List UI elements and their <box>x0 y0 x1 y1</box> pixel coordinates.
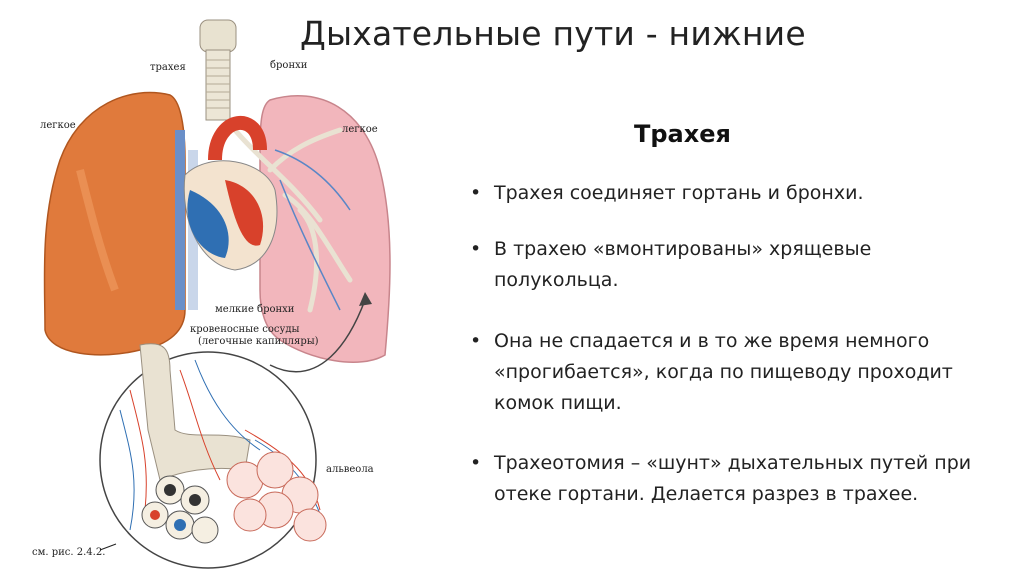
list-item: • В трахею «вмонтированы» хрящевые полук… <box>470 234 990 296</box>
label-vessels-1: кровеносные сосуды <box>190 324 299 335</box>
heart-figure <box>183 160 278 271</box>
trachea-figure <box>199 19 237 121</box>
section-title: Трахея <box>634 120 731 148</box>
lungs-illustration: трахея бронхи легкое легкое мелкие бронх… <box>32 19 391 569</box>
alveoli-detail <box>99 343 327 569</box>
list-item: • Трахея соединяет гортань и бронхи. <box>470 178 990 209</box>
label-small-bronchi: мелкие бронхи <box>215 304 295 315</box>
left-lung-shape <box>43 91 186 356</box>
label-trachea: трахея <box>150 62 186 73</box>
label-bronchi: бронхи <box>270 60 308 71</box>
list-item: • Трахеотомия – «шунт» дыхательных путей… <box>470 448 990 510</box>
bullet-dot-icon: • <box>470 330 482 352</box>
bullet-text: Трахея соединяет гортань и бронхи. <box>494 182 864 204</box>
label-vessels-2: (легочные капилляры) <box>198 336 319 347</box>
bullet-text: Трахеотомия – «шунт» дыхательных путей п… <box>494 452 972 505</box>
bullet-dot-icon: • <box>470 238 482 260</box>
bullet-text: Она не спадается и в то же время немного… <box>494 330 953 414</box>
bullet-text: В трахею «вмонтированы» хрящевые полукол… <box>494 238 872 291</box>
label-alveolus: альвеола <box>326 464 374 475</box>
bronchi-tree <box>232 127 353 313</box>
label-figure-ref: см. рис. 2.4.2. <box>32 547 105 558</box>
list-item: • Она не спадается и в то же время немно… <box>470 326 990 419</box>
label-lung-left: легкое <box>40 120 76 131</box>
right-lung-shape <box>259 95 391 363</box>
label-lung-right: легкое <box>342 124 378 135</box>
bullet-dot-icon: • <box>470 182 482 204</box>
bullet-dot-icon: • <box>470 452 482 474</box>
page-title: Дыхательные пути - нижние <box>300 14 806 53</box>
